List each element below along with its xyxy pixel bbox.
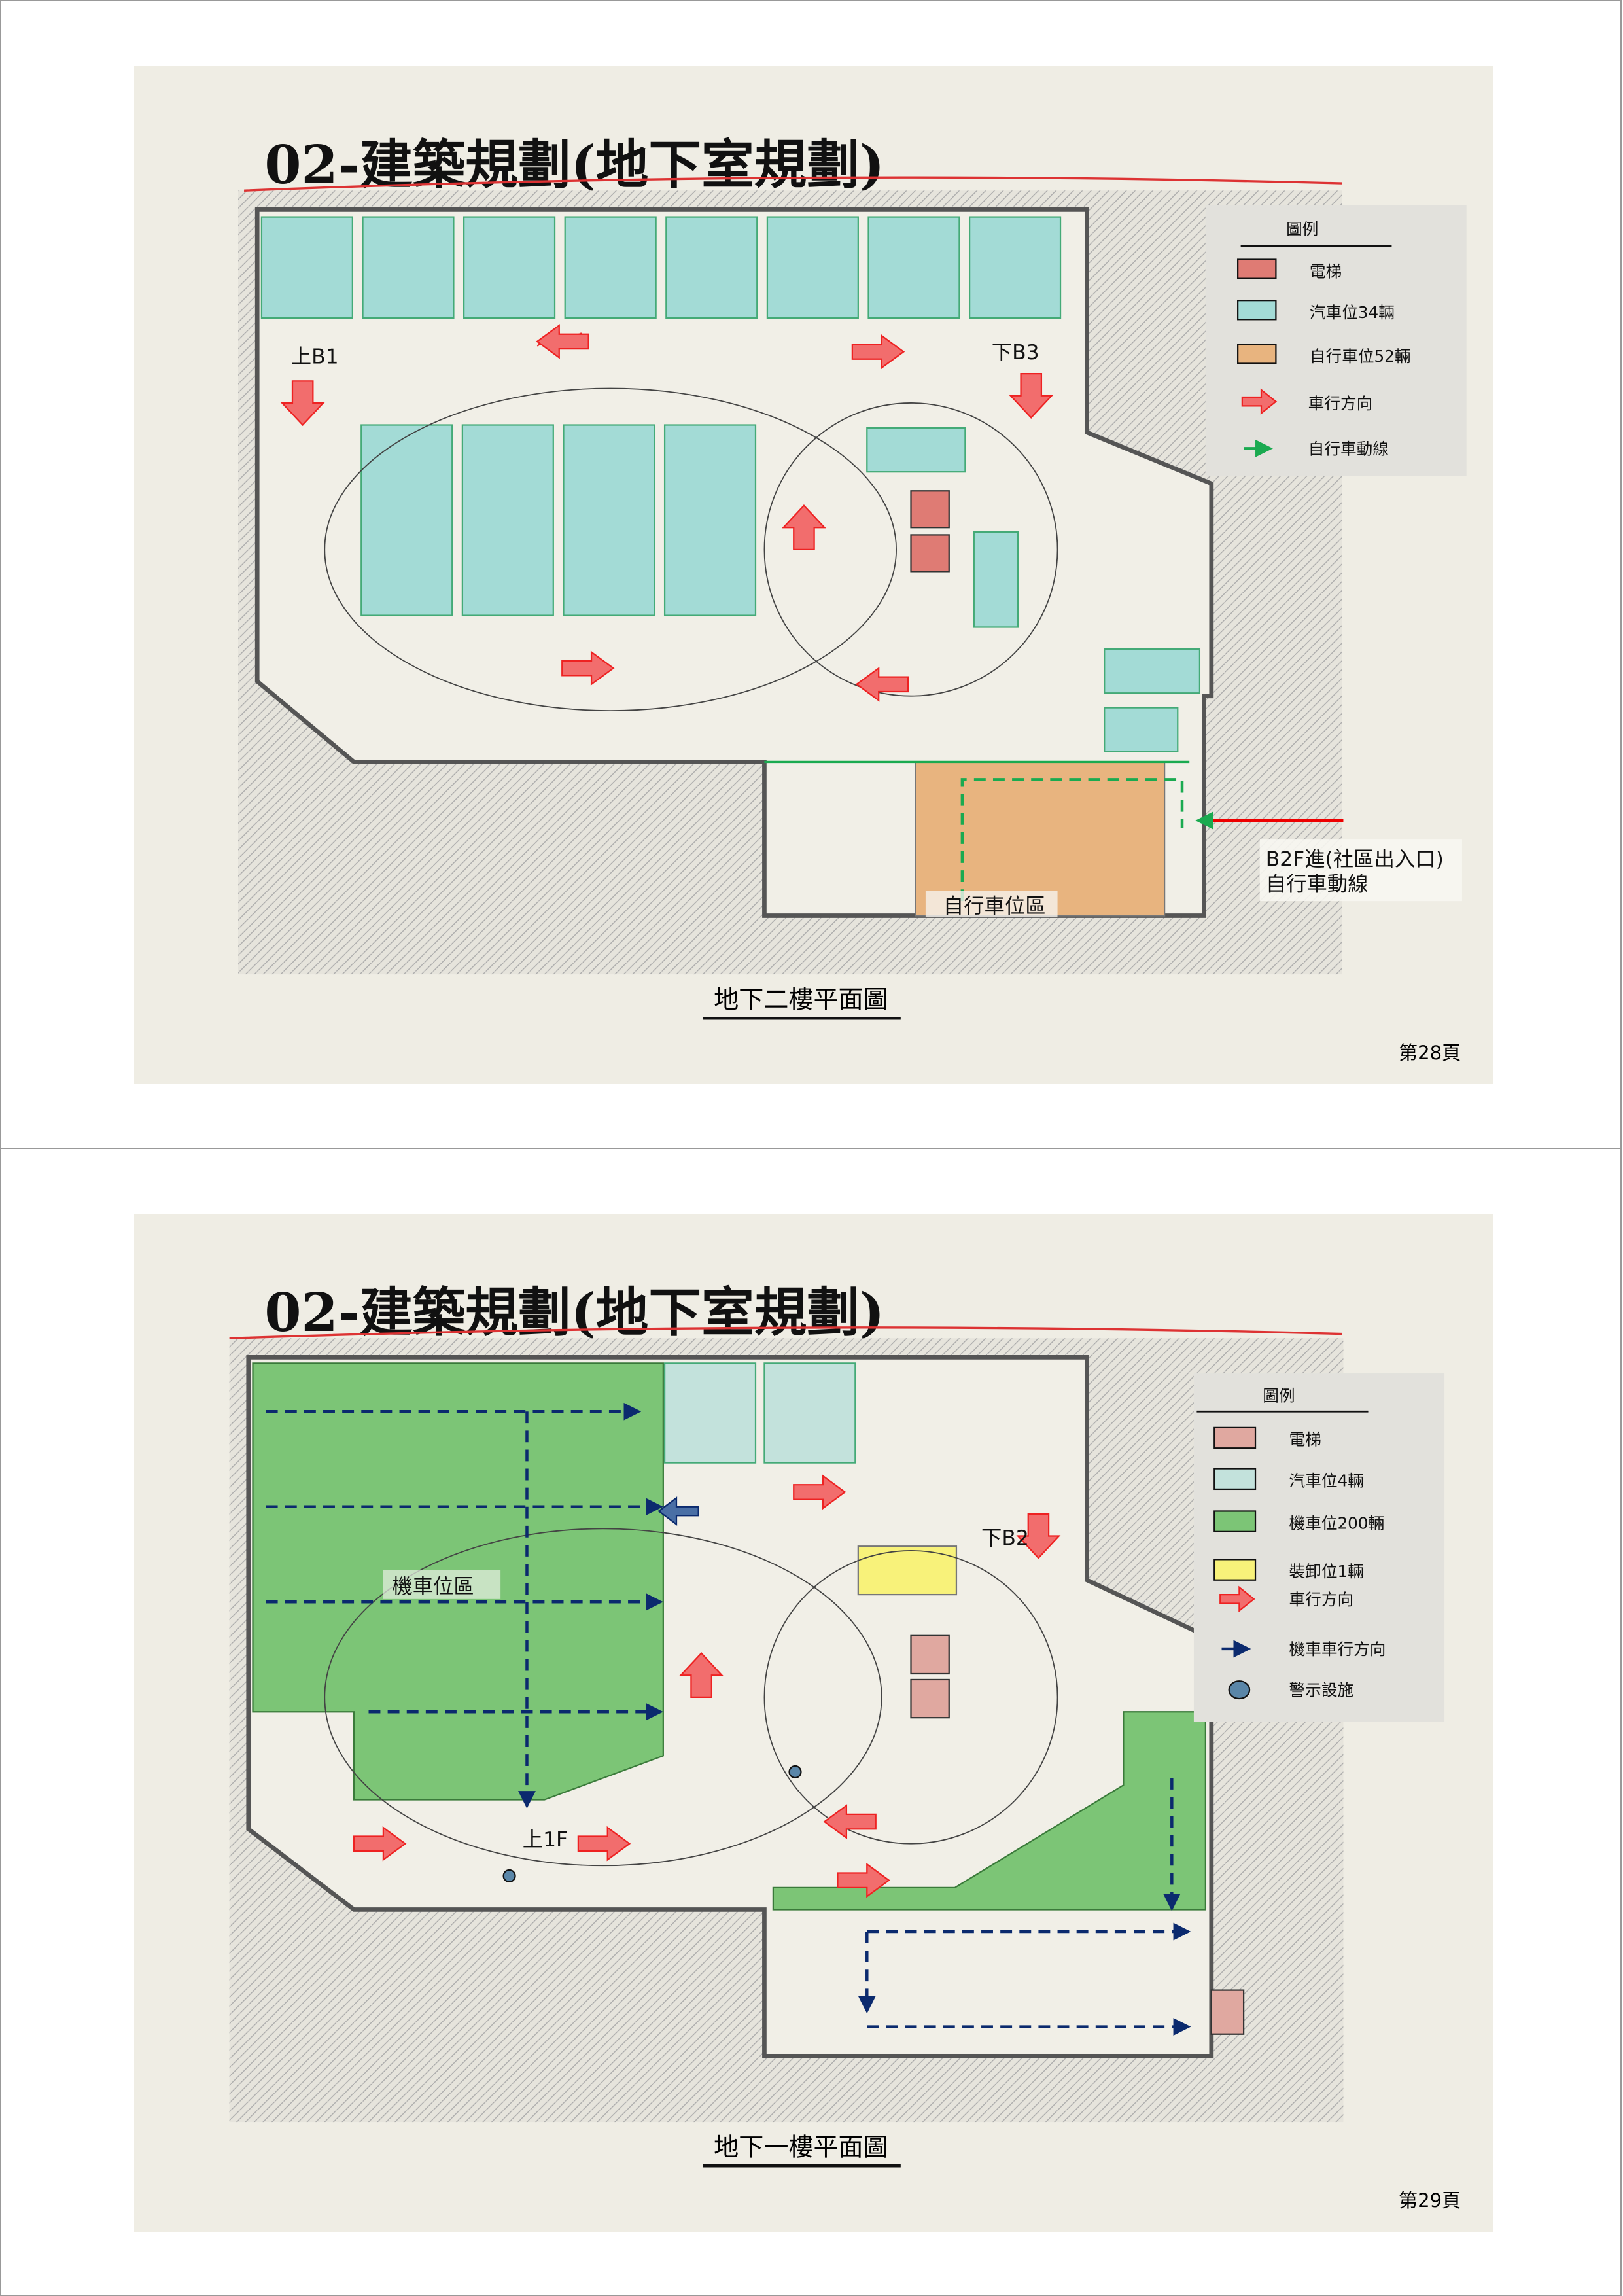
slide-b1-plan: 02-建築規劃(地下室規劃) 下B2 上1F 機車位區 圖例 電梯 汽車位4輛 … [134,1214,1493,2232]
plan-caption: 地下一樓平面圖 [714,2133,888,2162]
floor-plan-b2: 02-建築規劃(地下室規劃) 上B1 下B3 自行車位區 B2F進(社區出入口)… [238,134,1467,1064]
legend-title: 圖例 [1263,1386,1295,1405]
legend-car-slots: 汽車位34輛 [1310,303,1395,322]
floor-plan-b1: 02-建築規劃(地下室規劃) 下B2 上1F 機車位區 圖例 電梯 汽車位4輛 … [229,1282,1461,2212]
legend-elevator: 電梯 [1289,1430,1321,1449]
traffic-arrow-icon [280,324,1054,702]
label-up-1f: 上1F [523,1828,568,1852]
legend: 圖例 電梯 汽車位34輛 自行車位52輛 車行方向 自行車動線 [1205,205,1467,476]
car-slots [663,1362,856,1464]
entry-label: B2F進(社區出入口) [1266,847,1444,871]
legend-moto-slots: 機車位200輛 [1289,1513,1385,1532]
motorcycle-entry-arrow [657,1496,699,1526]
page-28: 02-建築規劃(地下室規劃) 上B1 下B3 自行車位區 B2F進(社區出入口)… [0,0,1622,1149]
legend-moto-traffic: 機車車行方向 [1289,1640,1386,1659]
slide-b2-plan: 02-建築規劃(地下室規劃) 上B1 下B3 自行車位區 B2F進(社區出入口)… [134,66,1493,1084]
warning-device [788,1765,802,1779]
page-29: 02-建築規劃(地下室規劃) 下B2 上1F 機車位區 圖例 電梯 汽車位4輛 … [0,1148,1622,2296]
label-down-b2: 下B2 [981,1527,1029,1550]
loading-slot [857,1545,958,1596]
legend-car-slots: 汽車位4輛 [1289,1471,1364,1490]
legend-elevator: 電梯 [1310,262,1342,281]
plan-caption: 地下二樓平面圖 [714,985,888,1014]
warning-device [502,1869,516,1883]
car-slots-middle-row [360,424,1201,752]
page-number: 第29頁 [1399,2189,1461,2212]
legend-traffic: 車行方向 [1289,1590,1354,1609]
label-moto-area: 機車位區 [392,1575,474,1598]
legend-loading: 裝卸位1輛 [1289,1562,1364,1581]
car-slots-top-row [260,216,1062,319]
label-down-b3: 下B3 [992,341,1039,364]
motorcycle-route [266,1402,1191,2036]
elevator [910,1634,1245,2035]
legend-bike-route: 自行車動線 [1308,439,1389,458]
bicycle-parking [915,761,1166,917]
legend-bike-slots: 自行車位52輛 [1310,347,1411,366]
red-arrow-icon [1219,1585,1255,1613]
entry-route-label: 自行車動線 [1266,872,1369,896]
label-up-b1: 上B1 [291,345,339,368]
label-bike-area: 自行車位區 [943,894,1046,918]
bicycle-route [960,778,1184,902]
circle-icon [1228,1680,1251,1700]
elevator [910,490,950,573]
red-arrow-icon [1241,388,1278,415]
legend-traffic: 車行方向 [1308,394,1373,413]
legend-warning: 警示設施 [1289,1681,1354,1700]
motorcycle-parking-right [772,1711,1206,1911]
page-number: 第28頁 [1399,1042,1461,1064]
traffic-arrow-icon [353,1474,1061,1898]
legend-title: 圖例 [1286,219,1318,238]
legend: 圖例 電梯 汽車位4輛 機車位200輛 裝卸位1輛 車行方向 機車車行方向 警示… [1193,1373,1445,1722]
